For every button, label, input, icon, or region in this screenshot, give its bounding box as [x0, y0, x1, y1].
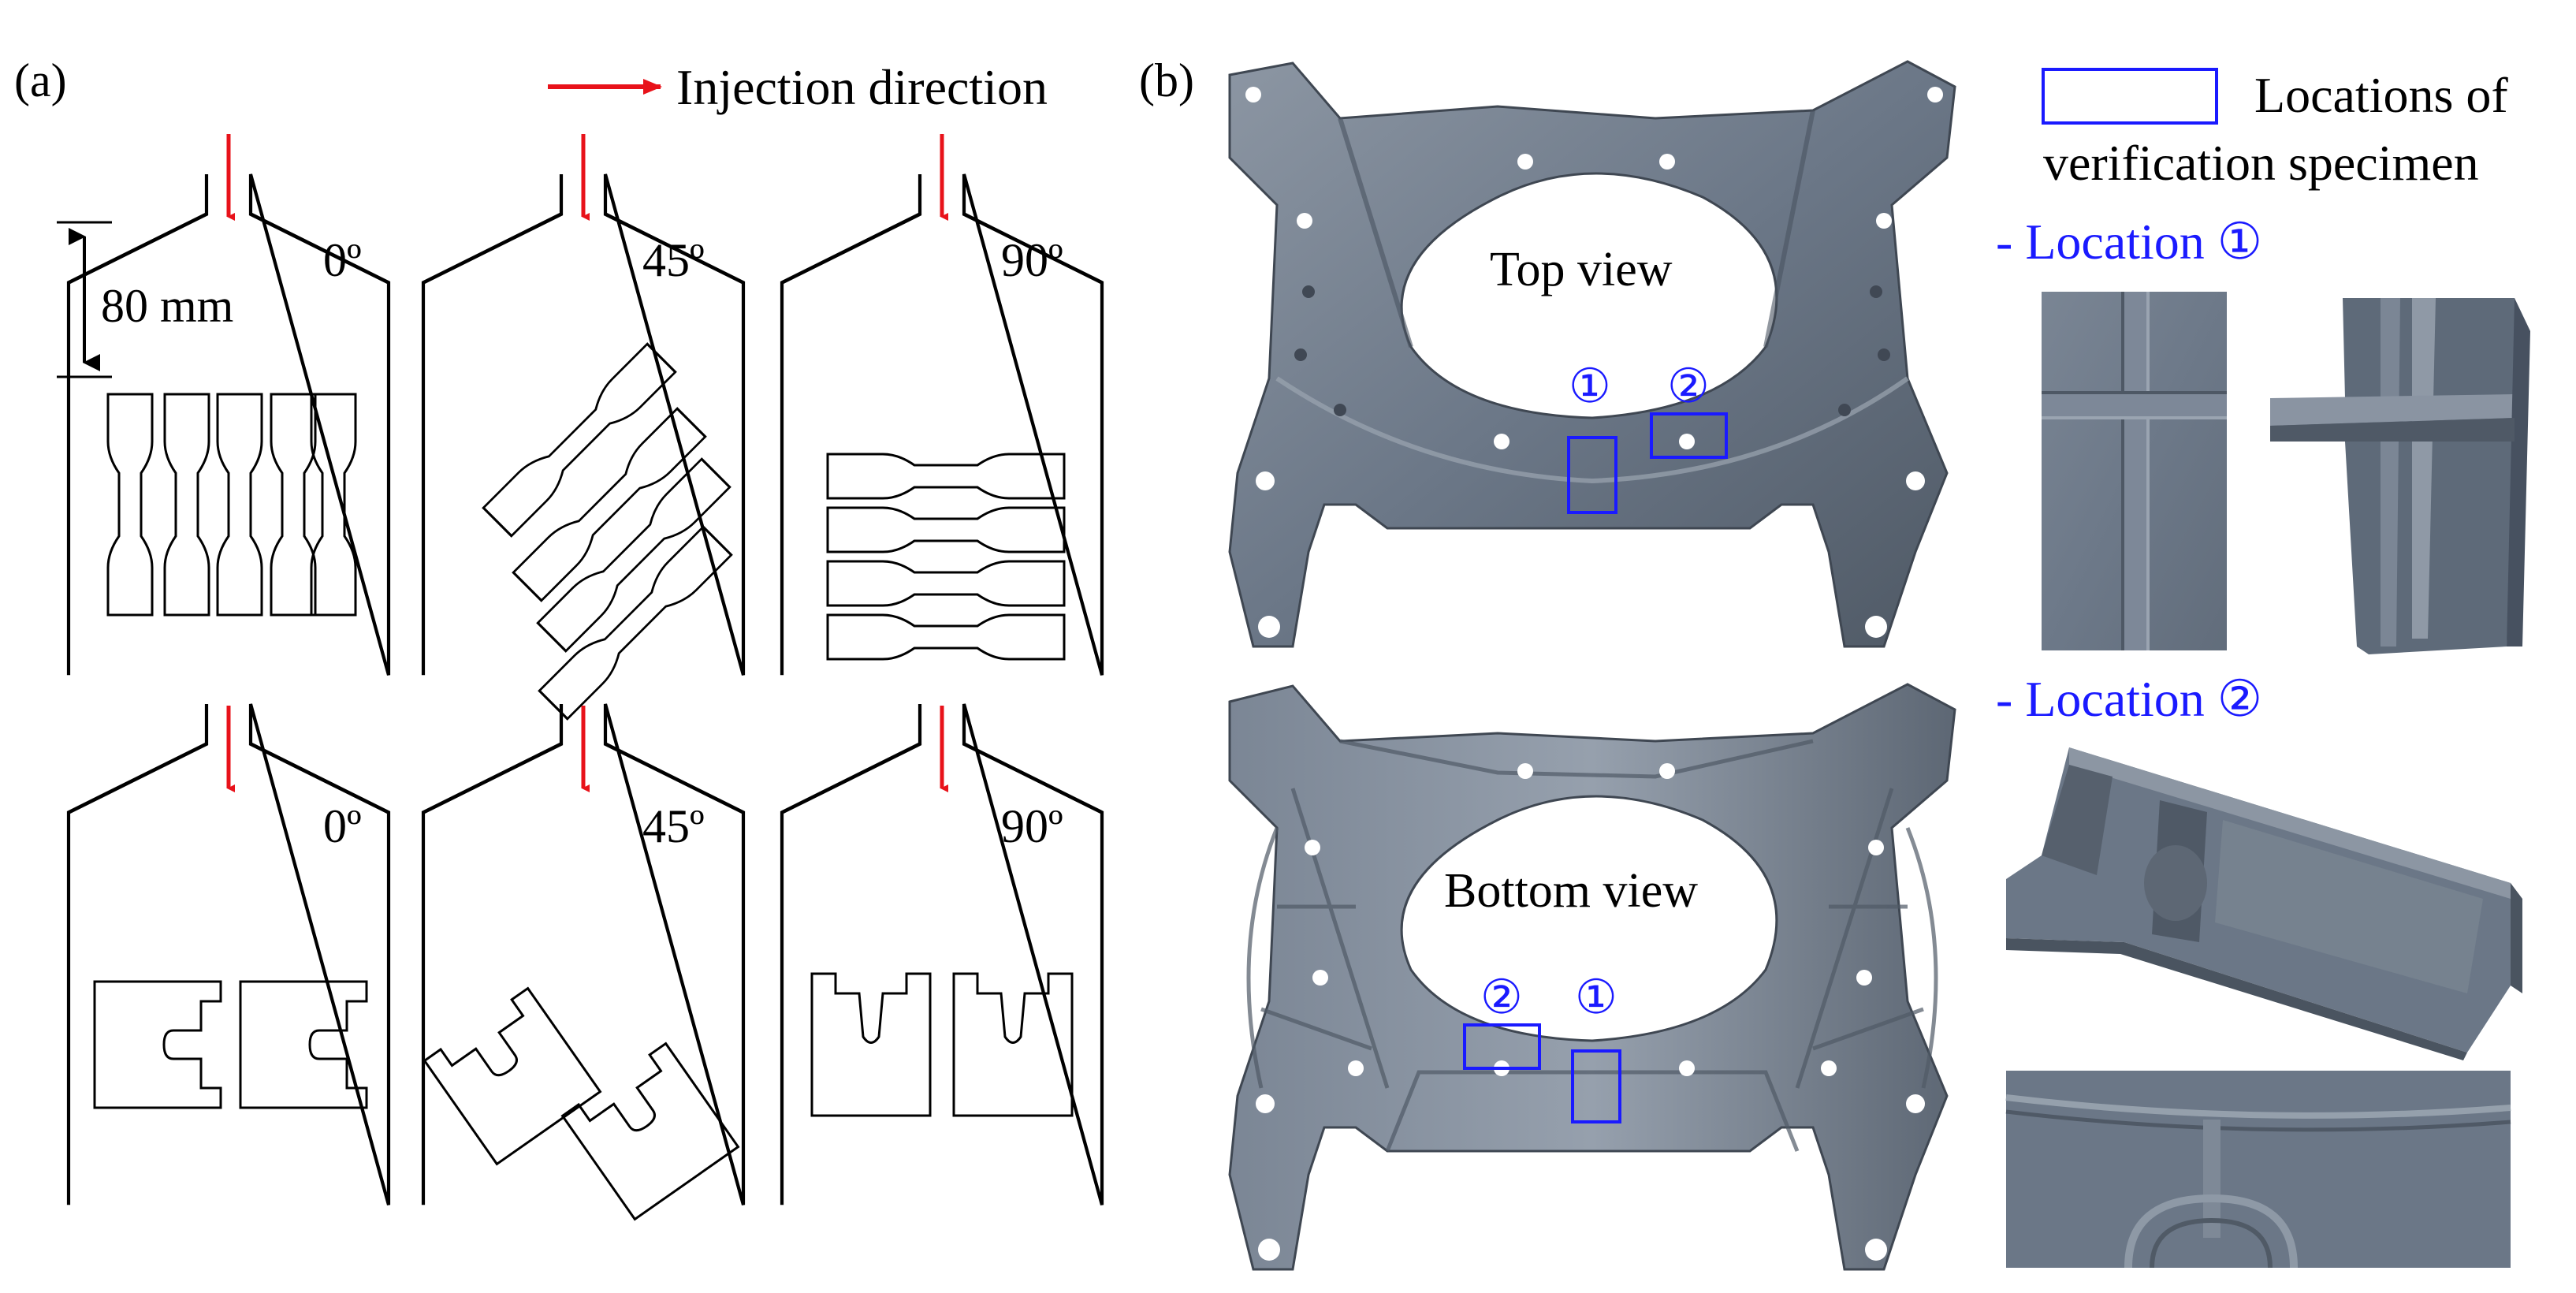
marker-location1-bottom: ①: [1575, 971, 1617, 1023]
locations-legend: Locations of verification specimen: [2042, 67, 2508, 191]
dimension-80mm: 80 mm: [57, 221, 233, 378]
location1-heading: - Location ①: [1996, 214, 2262, 270]
angle-label-top-0: 0º: [323, 234, 362, 286]
tensile-specimens-90deg: [826, 453, 1066, 661]
location2-specimen-front-image: [2005, 1071, 2511, 1269]
marker-location1-top: ①: [1569, 360, 1611, 412]
angle-label-bottom-90: 90º: [1001, 800, 1063, 852]
highlight-location1-bottom: [1571, 1049, 1621, 1123]
subframe-top-view-image: Top view ① ②: [1228, 60, 1956, 648]
dimension-label: 80 mm: [101, 280, 233, 332]
legend-line2: verification specimen: [2043, 135, 2479, 191]
panel-b-label: (b): [1139, 54, 1194, 106]
angle-label-top-90: 90º: [1001, 234, 1063, 286]
angle-label-top-45: 45º: [642, 234, 705, 286]
injection-legend: Injection direction: [548, 59, 1048, 115]
marker-location2-bottom: ②: [1480, 971, 1523, 1023]
location2-heading: - Location ②: [1996, 671, 2262, 727]
tensile-specimens-0deg: [106, 393, 357, 617]
ct-specimens-0deg: [93, 980, 368, 1109]
angle-label-bottom-0: 0º: [323, 800, 362, 852]
bottom-view-label: Bottom view: [1444, 864, 1698, 918]
highlight-location1-top: [1567, 436, 1617, 514]
legend-box-swatch: [2042, 68, 2218, 125]
legend-line1: Locations of: [2254, 67, 2508, 123]
panel-a-label: (a): [14, 54, 67, 106]
highlight-location2-bottom: [1463, 1023, 1541, 1070]
marker-location2-top: ②: [1667, 360, 1710, 412]
location1-specimen-iso-image: [2270, 298, 2530, 654]
location1-specimen-front-image: [2042, 292, 2227, 650]
highlight-location2-top: [1650, 412, 1728, 459]
location2-specimen-iso-image: [2006, 747, 2522, 1060]
angle-label-bottom-45: 45º: [642, 800, 705, 852]
ct-specimens-90deg: [810, 972, 1074, 1117]
subframe-bottom-view-image: Bottom view ② ①: [1228, 683, 1956, 1271]
top-view-label: Top view: [1490, 243, 1673, 296]
injection-legend-label: Injection direction: [676, 59, 1048, 115]
